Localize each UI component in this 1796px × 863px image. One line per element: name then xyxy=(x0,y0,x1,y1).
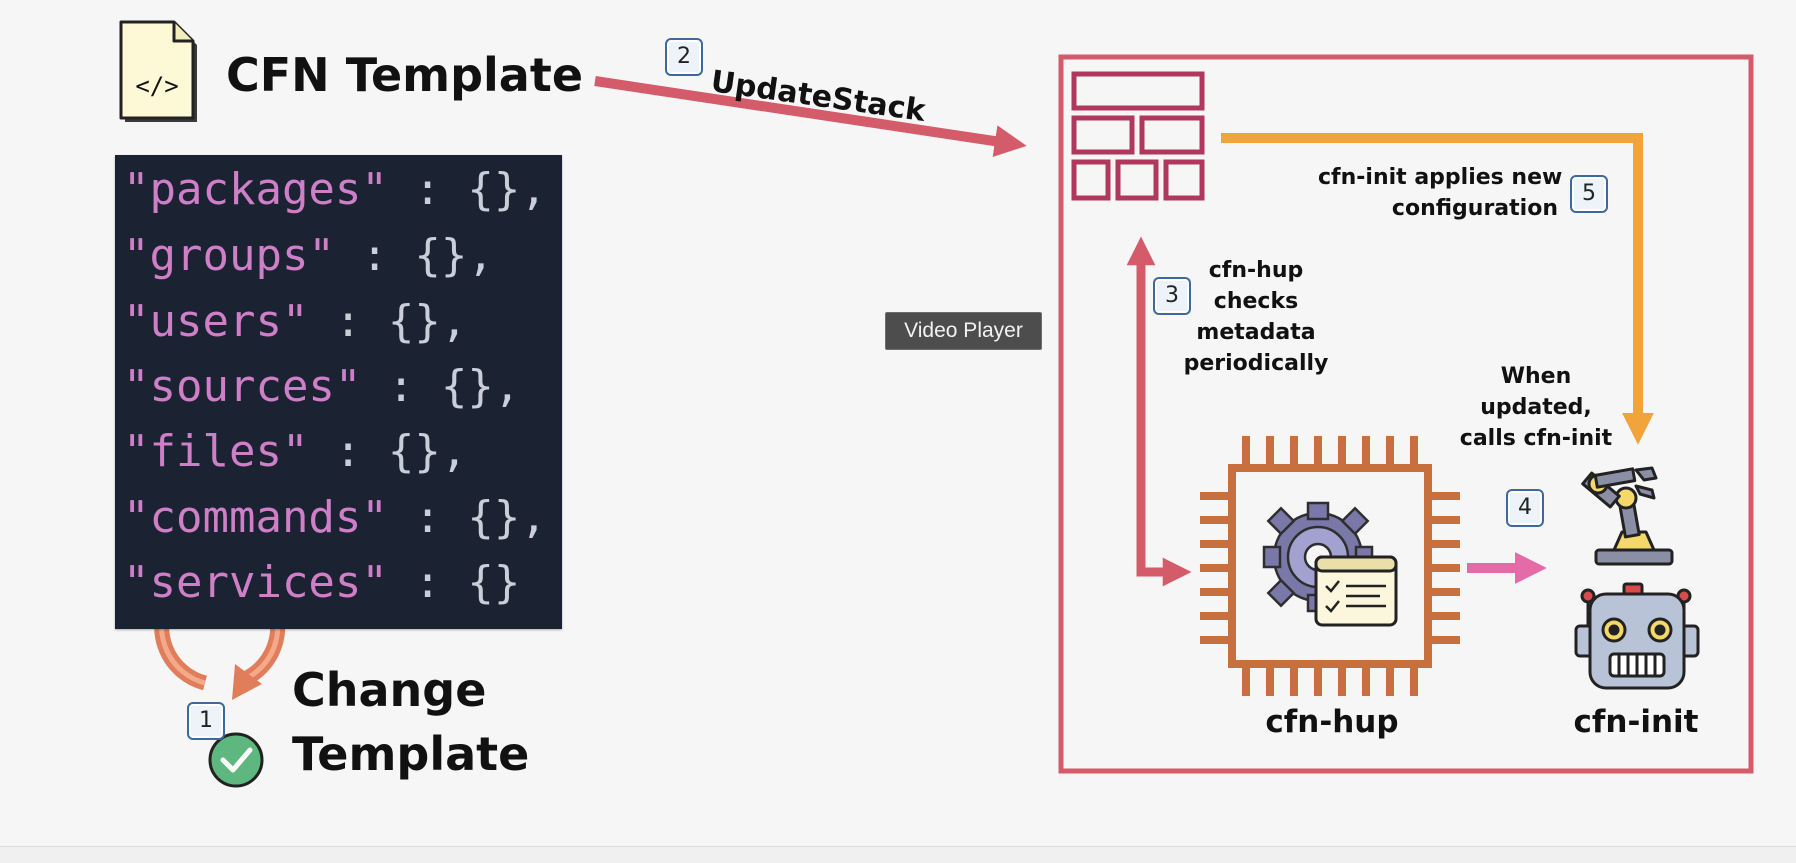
step-2-badge: 2 xyxy=(665,38,703,76)
stack-grid-icon xyxy=(1071,71,1205,201)
code-line: "packages" : {}, xyxy=(123,164,547,215)
cfn-template-title: CFN Template xyxy=(226,48,584,102)
cfn-init-applies-label: cfn-init applies new configuration xyxy=(1318,165,1563,221)
metadata-code-block: "packages" : {}, "groups" : {}, "users" … xyxy=(115,155,562,629)
code-line: "files" : {}, xyxy=(123,426,468,477)
robot-arm-icon xyxy=(1581,466,1674,566)
svg-text:</>: </> xyxy=(135,72,178,100)
robot-head-icon xyxy=(1574,582,1700,690)
code-line: "commands" : {}, xyxy=(123,492,547,543)
bottom-bar xyxy=(0,846,1796,863)
code-line: "users" : {}, xyxy=(123,296,468,347)
chip-icon xyxy=(1200,436,1460,696)
cfn-init-label: cfn-init xyxy=(1573,704,1699,740)
step-4-badge: 4 xyxy=(1506,489,1544,527)
code-line: "groups" : {}, xyxy=(123,230,494,281)
code-line: "sources" : {}, xyxy=(123,361,521,412)
update-stack-arrow xyxy=(594,76,1027,157)
change-template-label: Change Template xyxy=(292,663,530,781)
cfn-hup-label: cfn-hup xyxy=(1265,704,1399,740)
cfn-hup-checks-label: cfn-hup checks metadata periodically xyxy=(1183,258,1329,376)
step-3-badge: 3 xyxy=(1153,277,1191,315)
code-file-icon: </> xyxy=(119,20,197,122)
step-1-badge: 1 xyxy=(187,702,225,740)
video-player-tooltip: Video Player xyxy=(885,312,1042,350)
instance-boundary xyxy=(1058,54,1754,774)
code-line: "services" : {} xyxy=(123,557,521,608)
orange-arrow xyxy=(1221,133,1655,445)
checks-arrow xyxy=(1126,236,1192,587)
step-5-badge: 5 xyxy=(1570,175,1608,213)
when-updated-label: When updated, calls cfn-init xyxy=(1459,364,1613,451)
